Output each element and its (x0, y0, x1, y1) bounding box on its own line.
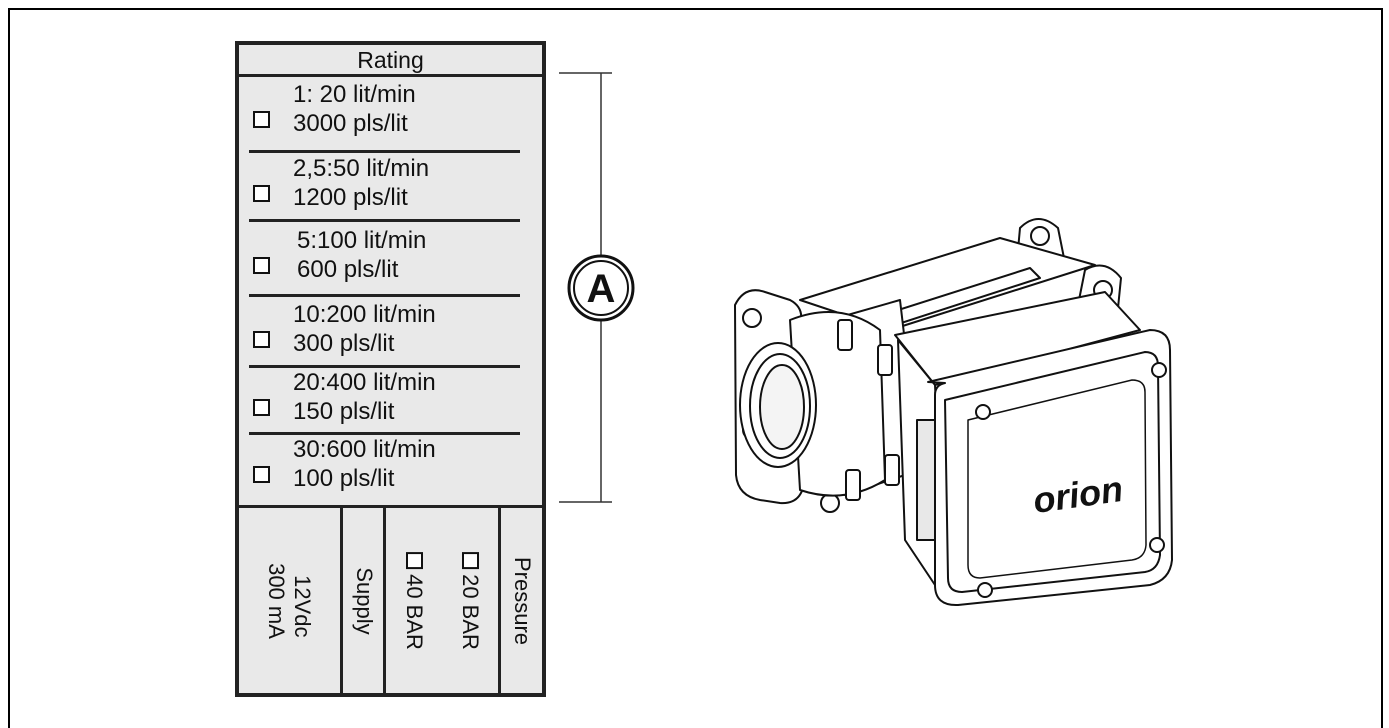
rating-row: 20:400 lit/min 150 pls/lit (239, 365, 542, 435)
rating-checkbox[interactable] (253, 331, 270, 348)
drawing-frame (8, 8, 1383, 728)
rating-pulses: 150 pls/lit (293, 398, 395, 425)
callout-letter: A (587, 267, 616, 311)
rating-flow: 2,5:50 lit/min (293, 155, 430, 182)
rating-row: 1: 20 lit/min 3000 pls/lit (239, 77, 542, 147)
flow-meter-device (734, 218, 1173, 607)
rating-flow: 20:400 lit/min (293, 369, 436, 396)
rating-row: 2,5:50 lit/min 1200 pls/lit (239, 151, 542, 221)
row-divider (249, 294, 520, 297)
rating-row: 10:200 lit/min 300 pls/lit (239, 297, 542, 367)
row-divider (249, 432, 520, 435)
rating-flow: 30:600 lit/min (293, 436, 436, 463)
rating-pulses: 1200 pls/lit (293, 184, 408, 211)
rating-pulses: 600 pls/lit (297, 256, 399, 283)
rating-row: 5:100 lit/min 600 pls/lit (239, 223, 542, 293)
rating-checkbox[interactable] (253, 257, 270, 274)
rating-title: Rating (239, 45, 542, 77)
row-divider (249, 219, 520, 222)
rating-pulses: 300 pls/lit (293, 330, 395, 357)
callout-a: A (567, 254, 635, 322)
rating-checkbox[interactable] (253, 185, 270, 202)
row-divider (249, 365, 520, 368)
rating-pulses: 3000 pls/lit (293, 110, 408, 137)
rating-checkbox[interactable] (253, 466, 270, 483)
row-divider (249, 150, 520, 153)
rating-checkbox[interactable] (253, 111, 270, 128)
rating-flow: 10:200 lit/min (293, 301, 436, 328)
rating-pulses: 100 pls/lit (293, 465, 395, 492)
column-divider (383, 508, 386, 693)
rating-checkbox[interactable] (253, 399, 270, 416)
specs-section: 12Vdc 300 mA Supply 20 BAR 40 BAR Pressu… (239, 505, 542, 693)
dimension-line (559, 72, 612, 503)
column-divider (340, 508, 343, 693)
rating-flow: 1: 20 lit/min (293, 81, 416, 108)
rating-flow: 5:100 lit/min (297, 227, 427, 254)
rating-plate: Rating 1: 20 lit/min 3000 pls/lit 2,5:50… (235, 41, 546, 697)
rating-row: 30:600 lit/min 100 pls/lit (239, 432, 542, 502)
column-divider (498, 508, 501, 693)
